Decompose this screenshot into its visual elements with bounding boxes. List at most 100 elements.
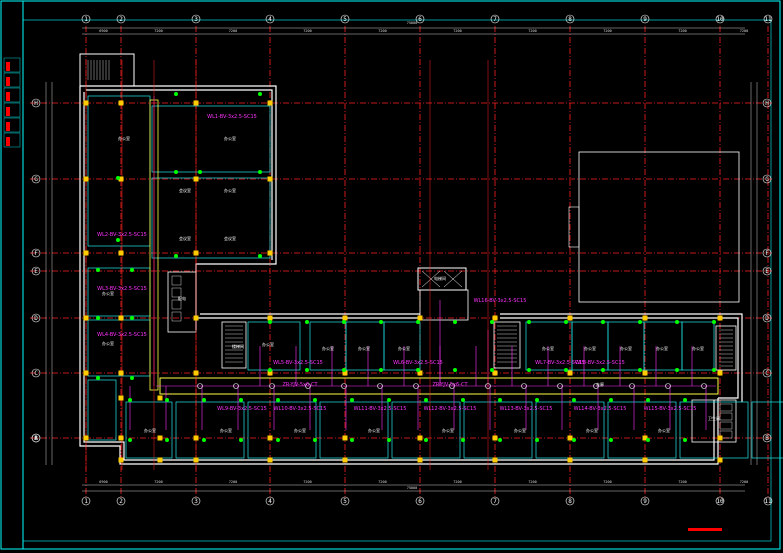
axis-label-top: 2	[119, 16, 123, 23]
structural-column	[417, 370, 423, 376]
circuit-label: WL10-BV-3x2.5-SC15	[274, 406, 327, 412]
structural-column	[642, 315, 648, 321]
dimension-span-top: 7200	[678, 29, 686, 33]
room-outline	[247, 401, 317, 459]
ceiling-light	[629, 383, 635, 389]
room-label: 办公室	[368, 427, 380, 433]
axis-bubble-bottom	[415, 496, 425, 506]
ceiling-light	[557, 383, 563, 389]
structural-column	[193, 370, 199, 376]
axis-bubble-bottom	[191, 496, 201, 506]
axis-bubble-left	[31, 313, 41, 323]
room-label: 卫生间	[708, 415, 720, 421]
axis-bubble-top	[565, 14, 575, 24]
margin-stamp	[6, 62, 10, 71]
circuit-label: WL2-BV-3x2.5-SC15	[97, 232, 147, 238]
structural-column	[193, 176, 199, 182]
light-fixture	[564, 320, 568, 324]
axis-label-left: F	[34, 250, 38, 257]
circuit-label: WL12-BV-3x2.5-SC15	[424, 406, 477, 412]
room-label: 办公室	[620, 345, 632, 351]
elevator-car	[421, 270, 463, 288]
stair-core-wall	[493, 321, 521, 369]
dimension-span-bottom: 6900	[99, 480, 107, 484]
exterior-wall-inner	[83, 89, 715, 461]
axis-label-top: 9	[643, 16, 647, 23]
light-fixture	[198, 170, 202, 174]
circuit-label: WL4-BV-3x2.5-SC15	[97, 332, 147, 338]
axis-label-top: 10	[716, 16, 724, 23]
circuit-label: WL15-BV-3x2.5-SC15	[644, 406, 697, 412]
structural-column	[492, 435, 498, 441]
axis-bubble-bottom	[81, 496, 91, 506]
axis-label-top: 1	[84, 16, 88, 23]
light-fixture	[424, 438, 428, 442]
structural-column	[492, 315, 498, 321]
dimension-span-bottom: 7200	[678, 480, 686, 484]
room-outline	[607, 401, 677, 459]
light-fixture	[424, 398, 428, 402]
axis-bubble-top	[490, 14, 500, 24]
room-label: 办公室	[656, 345, 668, 351]
axis-label-top: 5	[343, 16, 347, 23]
axis-bubble-top	[415, 14, 425, 24]
toilet-block-wall	[691, 399, 737, 443]
ceiling-light	[449, 383, 455, 389]
light-fixture	[276, 438, 280, 442]
structural-column	[342, 315, 348, 321]
room-outline	[87, 95, 151, 247]
light-fixture	[675, 368, 679, 372]
light-fixture	[313, 438, 317, 442]
structural-column	[642, 370, 648, 376]
circuit-label: WL5-BV-3x2.5-SC15	[273, 360, 323, 366]
structural-column	[267, 250, 273, 256]
axis-bubble-top	[340, 14, 350, 24]
axis-label-right: F	[765, 250, 769, 257]
margin-stamp	[6, 122, 10, 131]
light-fixture	[601, 320, 605, 324]
structural-column	[193, 435, 199, 441]
light-fixture	[498, 398, 502, 402]
axis-label-top: 11	[764, 16, 772, 23]
circuit-label: WL13-BV-3x2.5-SC15	[500, 406, 553, 412]
axis-label-left: C	[34, 370, 38, 377]
axis-label-top: 6	[418, 16, 422, 23]
annex-outline	[578, 151, 740, 303]
axis-bubble-top	[640, 14, 650, 24]
axis-label-left: D	[34, 315, 38, 322]
light-fixture	[646, 438, 650, 442]
light-fixture	[305, 368, 309, 372]
circuit-label: WL8-BV-3x2.5-SC15	[575, 360, 625, 366]
inner-frame	[22, 19, 772, 542]
ceiling-light	[269, 383, 275, 389]
axis-label-bottom: 6	[418, 498, 422, 505]
axis-label-bottom: 10	[716, 498, 724, 505]
light-fixture	[498, 438, 502, 442]
structural-column	[417, 315, 423, 321]
room-outline	[87, 267, 151, 317]
room-outline	[151, 105, 271, 173]
light-fixture	[646, 398, 650, 402]
light-fixture	[174, 254, 178, 258]
room-label: 楼梯间	[232, 343, 244, 349]
dimension-span-bottom: 7200	[453, 480, 461, 484]
dimension-span-bottom: 7200	[603, 480, 611, 484]
light-fixture	[490, 320, 494, 324]
light-fixture	[638, 368, 642, 372]
margin-stamp	[6, 92, 10, 101]
axis-label-bottom: 4	[268, 498, 272, 505]
title-stamp	[688, 528, 722, 531]
structural-column	[342, 457, 348, 463]
light-fixture	[387, 438, 391, 442]
margin-cell	[3, 72, 21, 88]
light-fixture	[130, 316, 134, 320]
structural-column	[342, 370, 348, 376]
structural-column	[642, 457, 648, 463]
room-label: 办公室	[102, 340, 114, 346]
axis-bubble-bottom	[490, 496, 500, 506]
dimension-span-bottom: 7200	[303, 480, 311, 484]
structural-column	[717, 315, 723, 321]
dimension-span-bottom: 7200	[528, 480, 536, 484]
axis-bubble-top	[763, 14, 773, 24]
